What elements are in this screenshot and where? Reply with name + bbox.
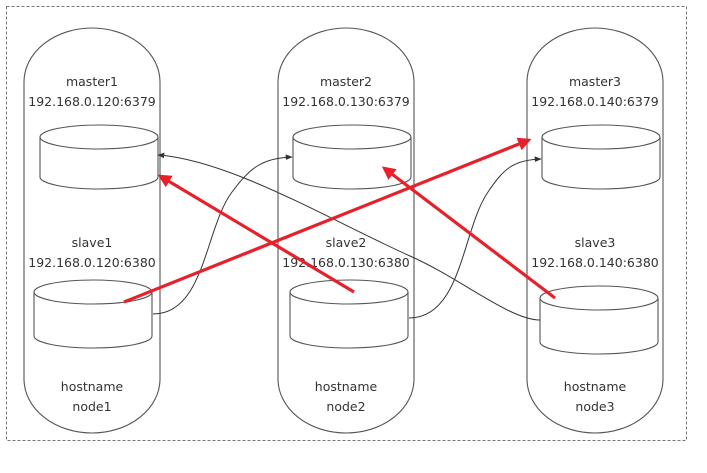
- slave2-name: slave2: [326, 235, 367, 250]
- master2-address: 192.168.0.130:6379: [282, 94, 410, 109]
- node3-hostname-label: hostname: [564, 379, 627, 394]
- slave2-to-master3-connector: [408, 156, 542, 319]
- node1-container: master1 192.168.0.120:6379 slave1 192.16…: [23, 27, 161, 434]
- master1-name: master1: [66, 74, 118, 89]
- node2-container: master2 192.168.0.130:6379 slave2 192.16…: [277, 27, 415, 434]
- slave1-address: 192.168.0.120:6380: [28, 255, 156, 270]
- slave1-to-master2-connector: [152, 154, 293, 315]
- cluster-frame: [6, 6, 687, 441]
- master3-address: 192.168.0.140:6379: [531, 94, 659, 109]
- slave3-db: [539, 285, 659, 355]
- red-arrow-slave2-to-master1: [157, 174, 355, 294]
- red-arrow-slave1-to-master3: [123, 137, 532, 304]
- node3-container: master3 192.168.0.140:6379 slave3 192.16…: [526, 27, 664, 434]
- master1-db: [39, 124, 159, 190]
- node1-hostname-label: hostname: [61, 379, 124, 394]
- slave3-name: slave3: [575, 235, 616, 250]
- slave2-address: 192.168.0.130:6380: [282, 255, 410, 270]
- slave3-to-master1-connector: [157, 152, 541, 321]
- master1-address: 192.168.0.120:6379: [28, 94, 156, 109]
- master2-name: master2: [320, 74, 372, 89]
- slave1-name: slave1: [72, 235, 113, 250]
- slave3-address: 192.168.0.140:6380: [531, 255, 659, 270]
- node2-hostname-label: hostname: [315, 379, 378, 394]
- node3-hostname: node3: [575, 399, 614, 414]
- slave1-db: [33, 279, 153, 349]
- red-arrow-slave3-to-master2: [381, 166, 556, 300]
- slave2-db: [289, 279, 409, 349]
- node2-hostname: node2: [326, 399, 365, 414]
- master3-name: master3: [569, 74, 621, 89]
- node1-hostname: node1: [72, 399, 111, 414]
- master2-db: [292, 124, 412, 190]
- master3-db: [541, 124, 661, 190]
